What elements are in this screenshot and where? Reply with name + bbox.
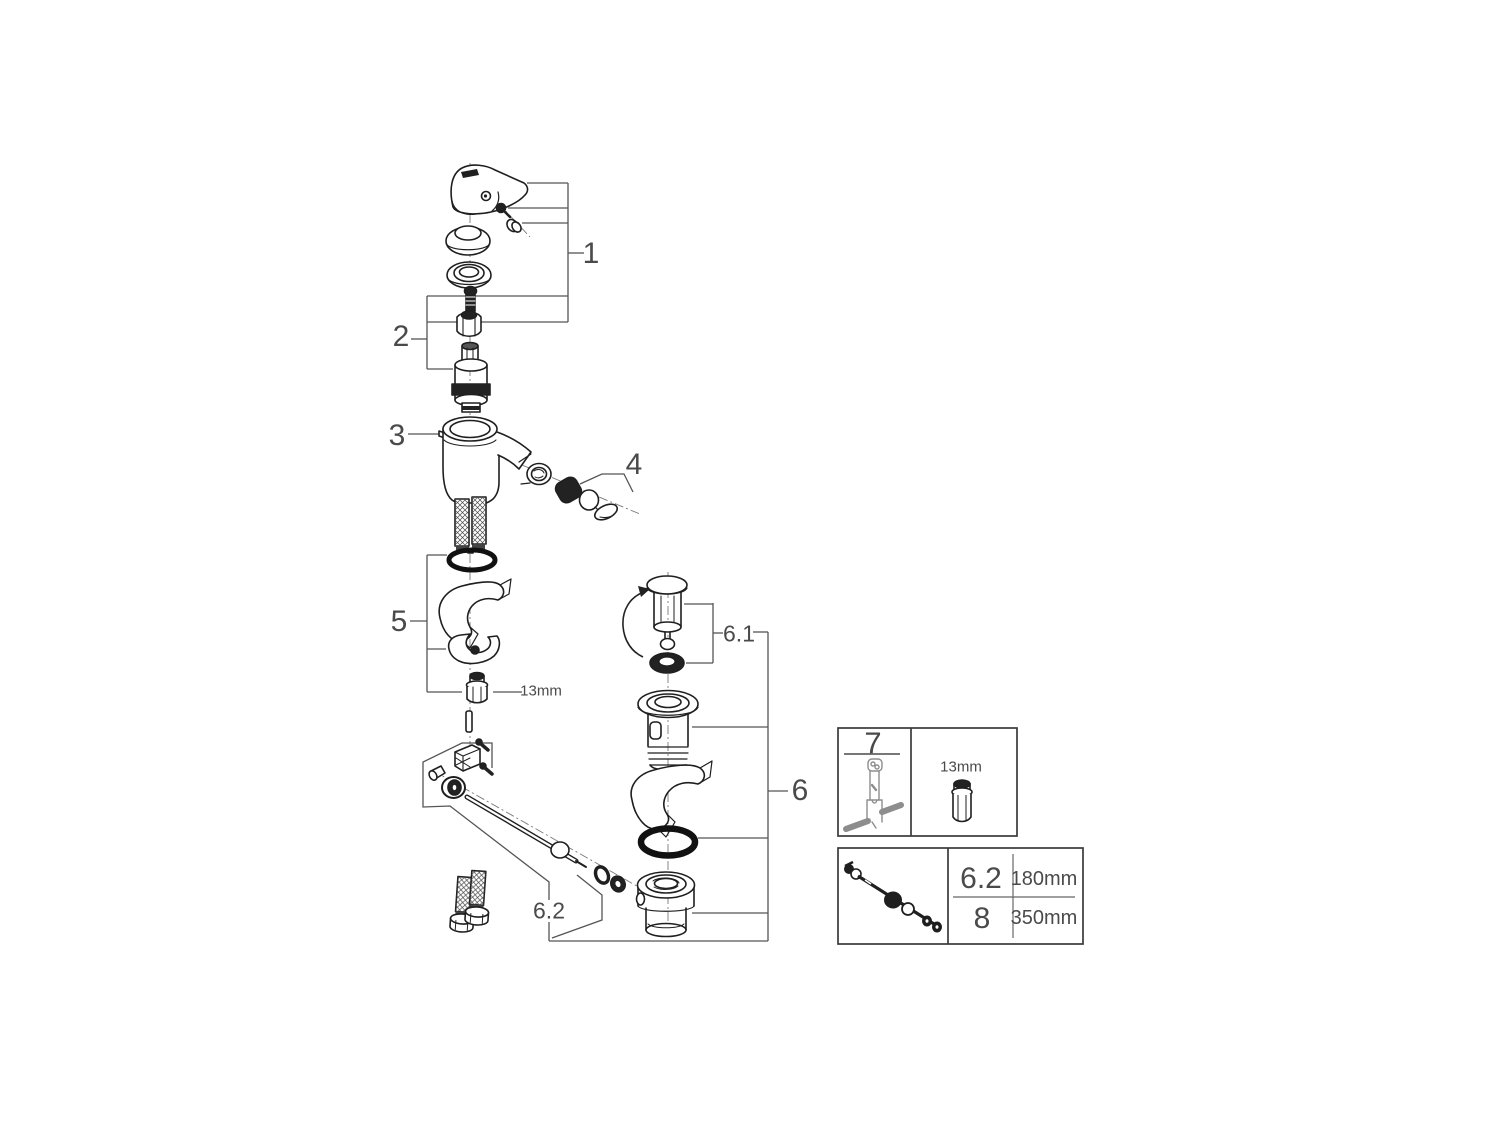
escutcheon-ring	[446, 261, 492, 289]
drain-o-ring	[637, 825, 699, 859]
pop-up-rod	[464, 794, 587, 868]
flow-restrictor	[578, 489, 619, 521]
table-part-6-2: 6.2	[960, 862, 1002, 895]
table-length-180: 180mm	[1010, 868, 1078, 890]
rod-washer	[610, 875, 626, 893]
lever-handle	[450, 164, 529, 216]
supply-hose-ends	[449, 869, 490, 933]
table-length-350: 350mm	[1010, 907, 1078, 929]
handle-plug	[506, 218, 522, 233]
mounting-nut	[465, 671, 489, 704]
callout-lines	[408, 182, 788, 942]
tool-box	[837, 727, 1018, 837]
rotation-arrow-icon	[622, 586, 650, 658]
aerator-ferrule	[554, 476, 583, 504]
plug-seal	[649, 652, 685, 674]
callout-label-6: 6	[791, 774, 809, 807]
rubber-wedge-gasket	[438, 578, 512, 649]
handle-screw	[495, 202, 512, 219]
tool-number-label: 7	[864, 725, 882, 761]
rod-o-ring	[593, 865, 611, 885]
callout-label-4: 4	[625, 448, 643, 481]
callout-label-6-1: 6.1	[723, 620, 755, 647]
drain-body	[635, 871, 696, 938]
socket-tool-icon	[843, 758, 904, 832]
horseshoe-washer	[447, 633, 501, 665]
drain-plug	[646, 575, 688, 651]
escutcheon-cap	[445, 225, 491, 256]
callout-label-3: 3	[388, 419, 406, 452]
table-part-8: 8	[973, 902, 991, 935]
callout-label-6-2: 6.2	[533, 897, 565, 924]
pivot-pin	[465, 710, 473, 733]
callout-label-1: 1	[582, 237, 600, 270]
cartridge	[451, 341, 491, 413]
socket-adapter-icon	[951, 779, 973, 823]
cap-nut	[456, 310, 482, 338]
o-ring	[446, 547, 498, 573]
rod-coupling	[454, 738, 494, 776]
drain-flange	[637, 689, 699, 772]
socket-size-label: 13mm	[940, 758, 982, 776]
length-table-box	[837, 847, 1084, 945]
callout-label-2: 2	[392, 320, 410, 353]
rod-assembly-icon	[844, 860, 942, 933]
faucet-body	[438, 416, 552, 506]
mounting-nut-size-label: 13mm	[520, 682, 562, 700]
supply-hoses	[454, 496, 487, 553]
callout-label-5: 5	[390, 605, 408, 638]
pivot-knob	[428, 765, 466, 799]
